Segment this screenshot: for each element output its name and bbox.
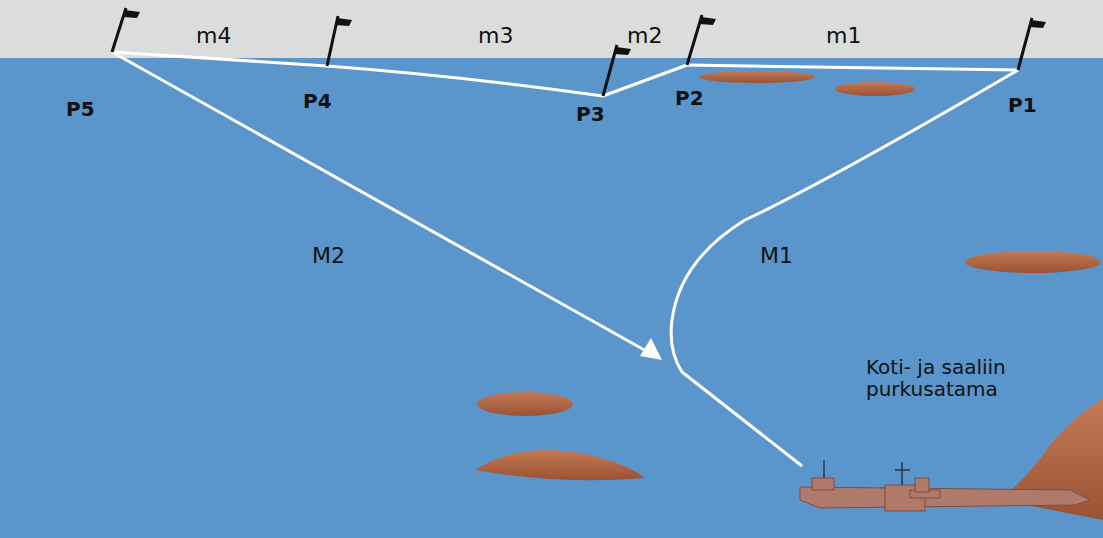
route-label: m3 bbox=[478, 24, 513, 48]
route-label: Koti- ja saaliin purkusatama bbox=[866, 356, 1066, 400]
point-label: P5 bbox=[66, 98, 95, 120]
route-label: m1 bbox=[826, 24, 861, 48]
point-label: P2 bbox=[675, 87, 704, 109]
point-label: P1 bbox=[1008, 94, 1037, 116]
point-label: P3 bbox=[576, 103, 605, 125]
route-label: m2 bbox=[627, 24, 662, 48]
route-label: M1 bbox=[760, 244, 793, 268]
route-label: m4 bbox=[196, 24, 231, 48]
route-label: M2 bbox=[312, 244, 345, 268]
point-label: P4 bbox=[303, 90, 332, 112]
